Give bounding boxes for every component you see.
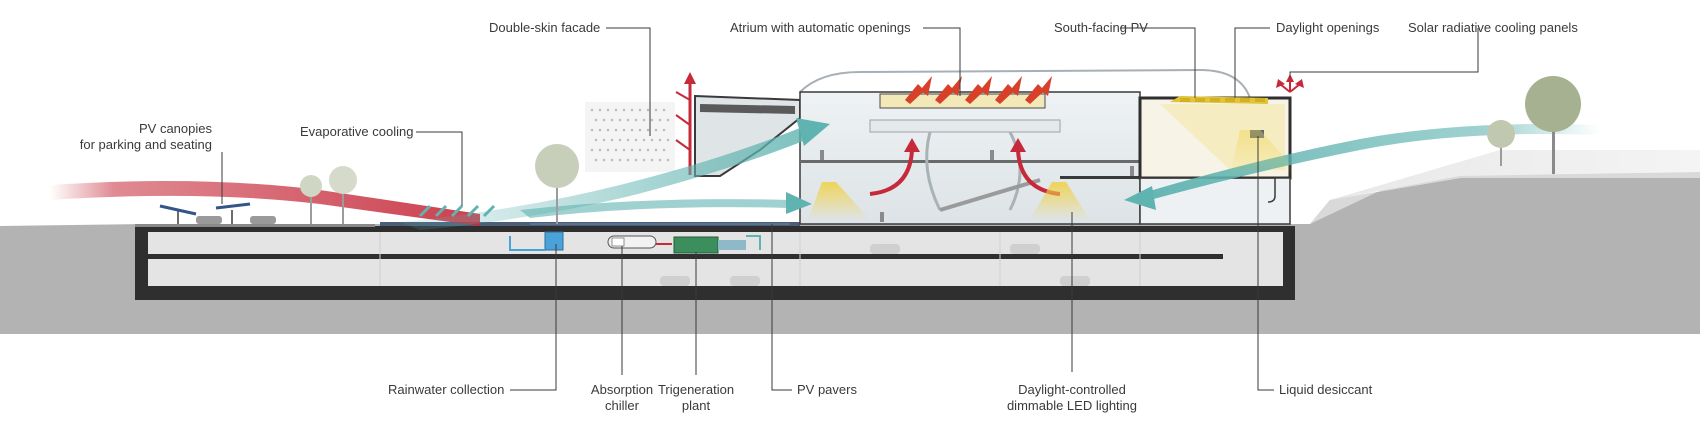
warm-air-flow — [50, 181, 480, 226]
label-absorption-chiller-line1: Absorption — [590, 382, 654, 397]
plaza-surface — [135, 222, 800, 227]
pv-canopies — [159, 202, 276, 224]
label-liquid-desiccant: Liquid desiccant — [1279, 382, 1373, 397]
label-absorption-chiller: Absorption chiller — [572, 382, 672, 414]
label-pv-pavers: PV pavers — [797, 382, 857, 397]
evaporative-louvers — [418, 204, 496, 218]
label-trigeneration-plant-line2: plant — [681, 398, 711, 413]
label-solar-radiative-cooling: Solar radiative cooling panels — [1408, 20, 1578, 35]
label-trigeneration-plant: Trigeneration plant — [646, 382, 746, 414]
label-double-skin-facade: Double-skin facade — [489, 20, 601, 35]
trees — [300, 76, 1581, 224]
label-atrium-openings: Atrium with automatic openings — [730, 20, 911, 35]
label-daylight-led-line1: Daylight-controlled — [1018, 382, 1126, 397]
label-absorption-chiller-line2: chiller — [605, 398, 639, 413]
label-daylight-led-line2: dimmable LED lighting — [1006, 398, 1138, 413]
leader-lines — [221, 27, 1479, 391]
label-trigeneration-plant-line1: Trigeneration — [657, 382, 735, 397]
label-daylight-openings: Daylight openings — [1276, 20, 1380, 35]
label-evaporative-cooling: Evaporative cooling — [300, 124, 414, 139]
mechanical-plant — [509, 231, 761, 254]
label-south-facing-pv: South-facing PV — [1054, 20, 1148, 35]
double-skin-facade — [585, 72, 696, 175]
label-rainwater-collection: Rainwater collection — [388, 382, 505, 397]
underground-parking — [135, 226, 1295, 300]
main-building — [694, 68, 1292, 225]
daylight-cones — [808, 130, 1300, 220]
label-pv-canopies-line2: for parking and seating — [79, 137, 212, 152]
atrium-exhaust-arrows — [905, 76, 1052, 104]
label-daylight-led: Daylight-controlled dimmable LED lightin… — [994, 382, 1150, 414]
label-pv-canopies-line1: PV canopies — [139, 121, 212, 136]
label-pv-canopies: PV canopies for parking and seating — [62, 121, 212, 153]
